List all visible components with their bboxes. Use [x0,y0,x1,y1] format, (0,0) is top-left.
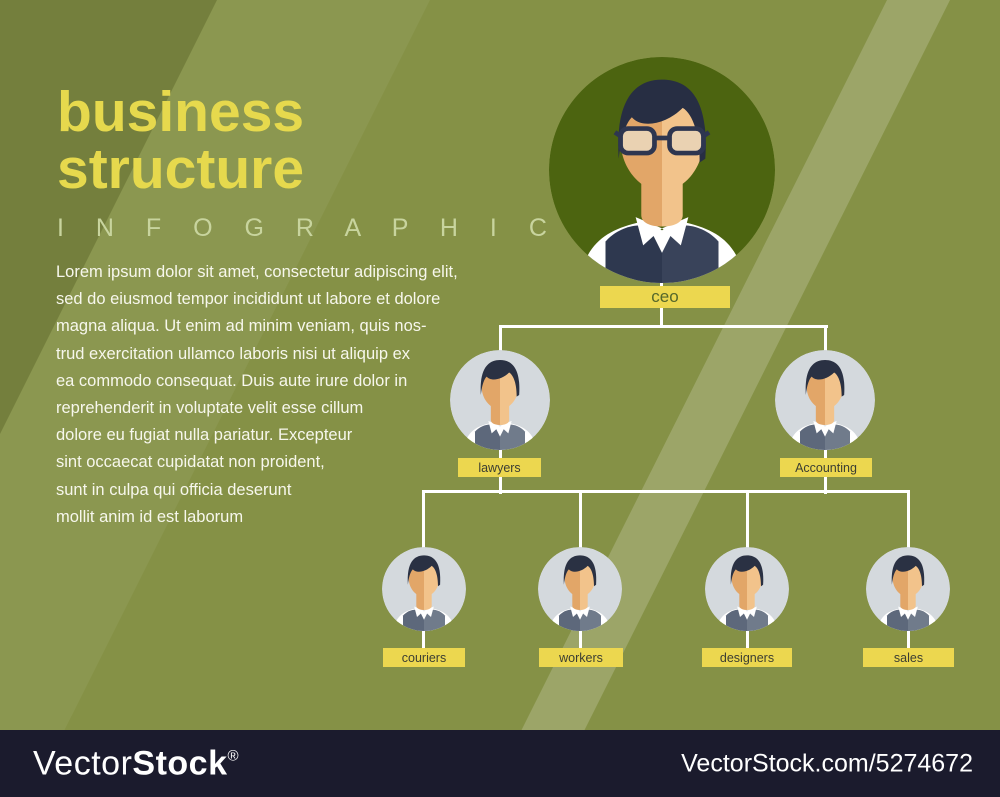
connector-level2-horizontal [499,325,828,328]
person-with-glasses-icon [549,57,775,283]
sales-avatar [866,547,950,631]
paragraph-line: trud exercitation ullamco laboris nisi u… [56,344,411,363]
ceo-label: ceo [600,286,730,308]
designers-avatar [705,547,789,631]
lawyers-avatar [450,350,550,450]
connector-level3-horizontal [422,490,910,493]
registered-trademark-symbol: ® [227,747,240,764]
paragraph-line: reprehenderit in voluptate velit esse ci… [56,399,364,418]
paragraph-line: mollit anim id est laborum [56,507,244,526]
person-icon [450,350,550,450]
person-icon [775,350,875,450]
lawyers-label: lawyers [458,458,541,477]
logo-text-regular: Vector [33,744,133,782]
attribution-url: VectorStock.com/5274672 [681,749,973,777]
couriers-label: couriers [383,648,465,667]
accounting-avatar [775,350,875,450]
paragraph-line: Lorem ipsum dolor sit amet, consectetur … [56,263,458,281]
sales-label: sales [863,648,954,667]
paragraph-line: dolore eu fugiat nulla pariatur. Excepte… [56,426,353,445]
couriers-avatar [382,547,466,631]
vectorstock-logo: VectorStock® [33,744,239,783]
page-title-line1: business [57,80,305,144]
person-icon [866,547,950,631]
page-subtitle: I N F O G R A P H I C [57,214,560,242]
logo-text-bold: Stock [132,744,228,782]
ceo-avatar [549,57,775,283]
workers-avatar [538,547,622,631]
watermark-bar: VectorStock® VectorStock.com/5274672 [0,730,1000,797]
paragraph-line: sunt in culpa qui officia deserunt [56,480,292,499]
accounting-label: Accounting [780,458,872,477]
person-icon [538,547,622,631]
paragraph-line: sed do eiusmod tempor incididunt ut labo… [56,290,441,309]
person-icon [705,547,789,631]
paragraph-line: ea commodo consequat. Duis aute irure do… [56,371,408,390]
paragraph-line: magna aliqua. Ut enim ad minim veniam, q… [56,317,427,336]
page-title-line2: structure [57,137,305,201]
intro-paragraph: Lorem ipsum dolor sit amet, consectetur … [56,259,458,531]
title-block: business structure I N F O G R A P H I C [57,84,559,243]
paragraph-line: sint occaecat cupidatat non proident, [56,453,325,472]
workers-label: workers [539,648,623,667]
person-icon [382,547,466,631]
designers-label: designers [702,648,792,667]
